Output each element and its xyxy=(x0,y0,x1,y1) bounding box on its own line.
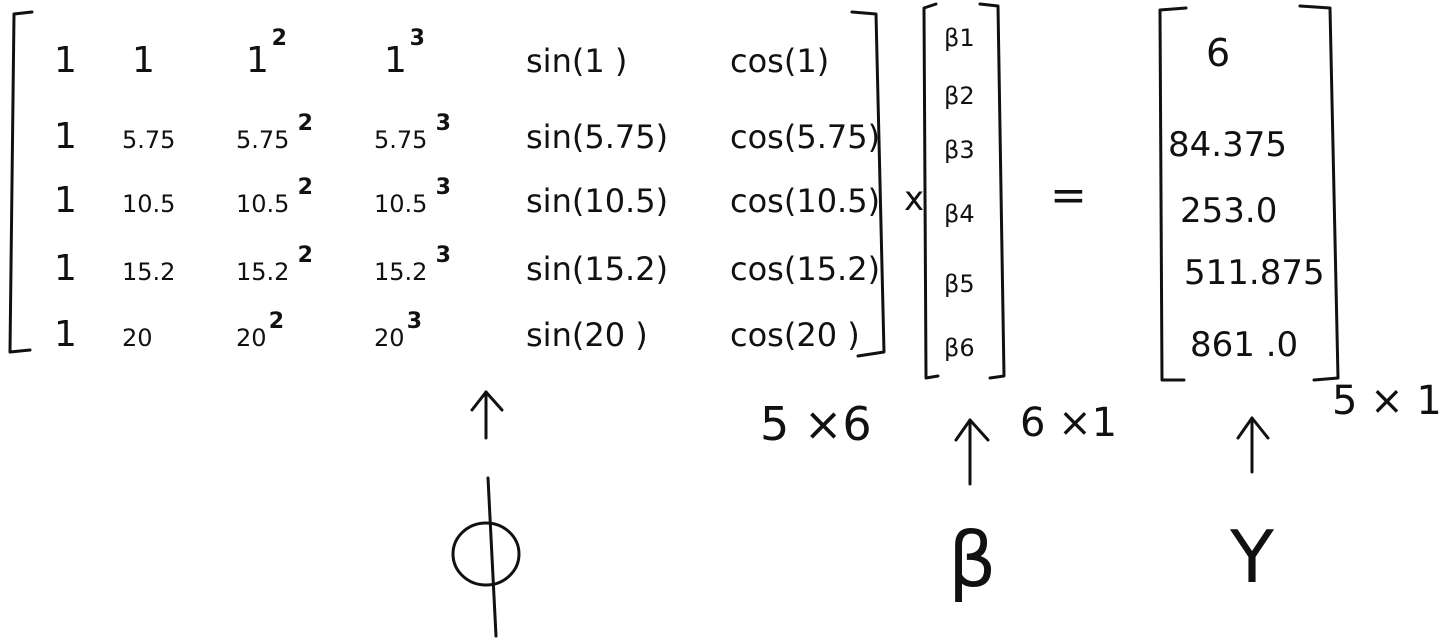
phi-cell-r1-c5: sin(1 ) xyxy=(526,42,627,80)
phi-cell-r4-c6: cos(15.2) xyxy=(730,250,880,288)
cube-exponent-r4: 3 xyxy=(436,243,451,268)
y-symbol: Y xyxy=(1229,515,1275,599)
phi-cell-r5-c1: 1 xyxy=(54,314,77,355)
square-exponent-r3: 2 xyxy=(298,175,313,200)
y-entry-2: 84.375 xyxy=(1168,125,1287,165)
phi-cell-r3-c1: 1 xyxy=(54,180,77,221)
phi-cell-r5-c6: cos(20 ) xyxy=(730,316,860,354)
phi-cell-r4-c3: 15.2 xyxy=(236,258,289,286)
times-sign: x xyxy=(904,179,924,219)
phi-cell-r1-c2: 1 xyxy=(132,40,155,81)
square-exponent-r5: 2 xyxy=(269,309,284,334)
phi-cell-r3-c6: cos(10.5) xyxy=(730,182,880,220)
phi-cell-r3-c2: 10.5 xyxy=(122,190,175,218)
phi-cell-r3-c4: 10.5 xyxy=(374,190,427,218)
square-exponent-r4: 2 xyxy=(298,243,313,268)
phi-cell-r2-c3: 5.75 xyxy=(236,126,289,154)
phi-cell-r2-c4: 5.75 xyxy=(374,126,427,154)
y-entry-5: 861 .0 xyxy=(1190,325,1298,365)
beta-entry-3: β3 xyxy=(944,136,975,164)
cube-exponent-r2: 3 xyxy=(436,111,451,136)
y-dimension-label: 5 × 1 xyxy=(1332,378,1442,424)
phi-cell-r1-c4: 1 xyxy=(384,40,407,81)
phi-cell-r2-c2: 5.75 xyxy=(122,126,175,154)
phi-cell-r1-c1: 1 xyxy=(54,40,77,81)
phi-symbol xyxy=(451,476,521,638)
phi-arrow xyxy=(470,390,504,440)
beta-entry-2: β2 xyxy=(944,82,975,110)
phi-left-bracket xyxy=(8,10,34,354)
beta-right-bracket xyxy=(978,2,1006,380)
phi-cell-r1-c3: 1 xyxy=(246,40,269,81)
beta-left-bracket xyxy=(922,2,940,380)
phi-cell-r1-c6: cos(1) xyxy=(730,42,829,80)
phi-cell-r5-c5: sin(20 ) xyxy=(526,316,648,354)
phi-cell-r2-c6: cos(5.75) xyxy=(730,118,880,156)
y-arrow xyxy=(1236,416,1270,474)
cube-exponent-r1: 3 xyxy=(410,26,425,51)
phi-cell-r2-c5: sin(5.75) xyxy=(526,118,668,156)
y-left-bracket xyxy=(1158,6,1188,382)
y-entry-4: 511.875 xyxy=(1184,253,1325,293)
phi-cell-r4-c2: 15.2 xyxy=(122,258,175,286)
phi-cell-r4-c4: 15.2 xyxy=(374,258,427,286)
beta-vector-cells: β1 β2 β3 β4 β5 β6 xyxy=(944,24,975,362)
phi-cell-r3-c5: sin(10.5) xyxy=(526,182,668,220)
y-entry-3: 253.0 xyxy=(1180,191,1277,231)
y-entry-1: 6 xyxy=(1206,31,1230,75)
phi-cell-r4-c5: sin(15.2) xyxy=(526,250,668,288)
square-exponent-r2: 2 xyxy=(298,111,313,136)
phi-cell-r5-c2: 20 xyxy=(122,324,153,352)
beta-entry-4: β4 xyxy=(944,200,975,228)
phi-cell-r4-c1: 1 xyxy=(54,248,77,289)
y-vector-cells: 6 84.375 253.0 511.875 861 .0 xyxy=(1168,31,1325,365)
equals-sign: = xyxy=(1050,170,1087,221)
beta-dimension-label: 6 ×1 xyxy=(1020,400,1117,446)
square-exponent-r1: 2 xyxy=(272,26,287,51)
phi-cell-r3-c3: 10.5 xyxy=(236,190,289,218)
phi-dimension-label: 5 ×6 xyxy=(760,397,872,451)
beta-entry-5: β5 xyxy=(944,270,975,298)
y-right-bracket xyxy=(1298,4,1340,382)
cube-exponent-r5: 3 xyxy=(407,309,422,334)
beta-arrow xyxy=(954,418,990,486)
phi-cell-r5-c3: 20 xyxy=(236,324,267,352)
phi-cell-r2-c1: 1 xyxy=(54,116,77,157)
phi-cell-r5-c4: 20 xyxy=(374,324,405,352)
beta-entry-1: β1 xyxy=(944,24,975,52)
beta-entry-6: β6 xyxy=(944,334,975,362)
beta-symbol: β xyxy=(948,515,997,604)
cube-exponent-r3: 3 xyxy=(436,175,451,200)
phi-right-bracket xyxy=(850,10,886,358)
